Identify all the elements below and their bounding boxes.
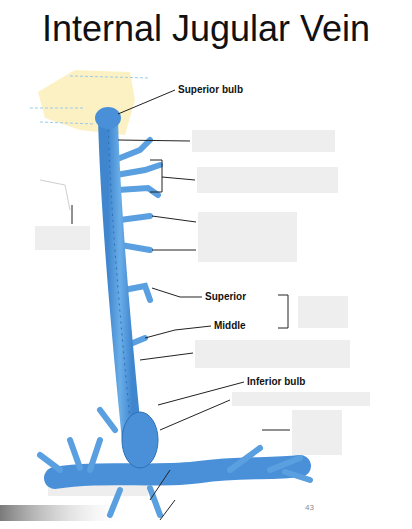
page-number: 43 xyxy=(305,503,314,512)
part-label: Superior xyxy=(205,291,246,302)
superior-bulb xyxy=(95,107,121,129)
part-label: Superior bulb xyxy=(178,84,243,95)
blank-label-box xyxy=(35,130,370,496)
bone-outline xyxy=(30,76,150,124)
leader-line xyxy=(72,90,290,520)
internal-jugular-vein xyxy=(108,118,132,440)
part-label: Inferior bulb xyxy=(247,376,305,387)
muscle-outline xyxy=(40,180,70,210)
tributary xyxy=(40,440,310,515)
inferior-bulb xyxy=(122,412,158,468)
vein-texture xyxy=(108,118,132,440)
skull-base xyxy=(38,70,135,135)
page-title: Internal Jugular Vein xyxy=(0,8,412,50)
part-label: Middle xyxy=(214,320,246,331)
